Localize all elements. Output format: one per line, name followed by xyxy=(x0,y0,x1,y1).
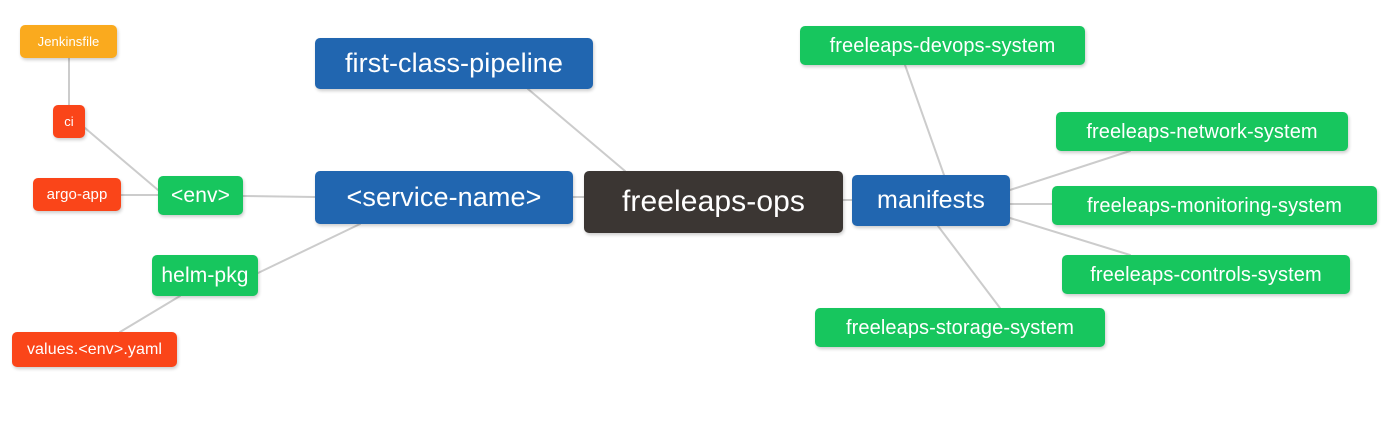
node-label-service-name: <service-name> xyxy=(346,182,542,212)
node-helm-pkg[interactable]: helm-pkg xyxy=(152,255,258,296)
edge-manifests-to-freeleaps-devops-system xyxy=(904,64,945,176)
edge-first-class-pipeline-to-freeleaps-ops xyxy=(527,88,626,172)
edge-service-name-to-helm-pkg xyxy=(257,223,361,274)
node-first-class-pipeline[interactable]: first-class-pipeline xyxy=(315,38,593,89)
node-label-freeleaps-devops-system: freeleaps-devops-system xyxy=(829,34,1056,57)
node-label-argo-app: argo-app xyxy=(46,186,108,203)
node-argo-app[interactable]: argo-app xyxy=(33,178,121,211)
node-label-jenkinsfile: Jenkinsfile xyxy=(37,34,100,49)
node-env[interactable]: <env> xyxy=(158,176,243,215)
edge-manifests-to-freeleaps-storage-system xyxy=(937,225,1001,309)
node-freeleaps-ops[interactable]: freeleaps-ops xyxy=(584,171,843,233)
node-label-freeleaps-network-system: freeleaps-network-system xyxy=(1086,120,1318,143)
node-ci[interactable]: ci xyxy=(53,105,85,138)
node-label-ci: ci xyxy=(64,114,74,129)
node-label-env: <env> xyxy=(171,184,230,207)
node-label-helm-pkg: helm-pkg xyxy=(161,264,249,287)
node-manifests[interactable]: manifests xyxy=(852,175,1010,226)
node-freeleaps-devops-system[interactable]: freeleaps-devops-system xyxy=(800,26,1085,65)
node-freeleaps-monitoring-system[interactable]: freeleaps-monitoring-system xyxy=(1052,186,1377,225)
node-label-freeleaps-ops: freeleaps-ops xyxy=(621,185,806,218)
edge-manifests-to-freeleaps-network-system xyxy=(1009,150,1131,191)
edge-env-to-service-name xyxy=(242,195,316,198)
node-label-freeleaps-controls-system: freeleaps-controls-system xyxy=(1090,263,1322,286)
node-label-values-env-yaml: values.<env>.yaml xyxy=(26,340,163,358)
node-jenkinsfile[interactable]: Jenkinsfile xyxy=(20,25,117,58)
node-label-first-class-pipeline: first-class-pipeline xyxy=(344,48,564,78)
node-service-name[interactable]: <service-name> xyxy=(315,171,573,224)
node-label-freeleaps-storage-system: freeleaps-storage-system xyxy=(845,316,1075,339)
node-freeleaps-controls-system[interactable]: freeleaps-controls-system xyxy=(1062,255,1350,294)
edge-helm-pkg-to-values-env-yaml xyxy=(119,295,181,333)
node-label-freeleaps-monitoring-system: freeleaps-monitoring-system xyxy=(1086,194,1342,217)
node-freeleaps-storage-system[interactable]: freeleaps-storage-system xyxy=(815,308,1105,347)
node-label-manifests: manifests xyxy=(877,186,985,214)
node-freeleaps-network-system[interactable]: freeleaps-network-system xyxy=(1056,112,1348,151)
node-values-env-yaml[interactable]: values.<env>.yaml xyxy=(12,332,177,367)
